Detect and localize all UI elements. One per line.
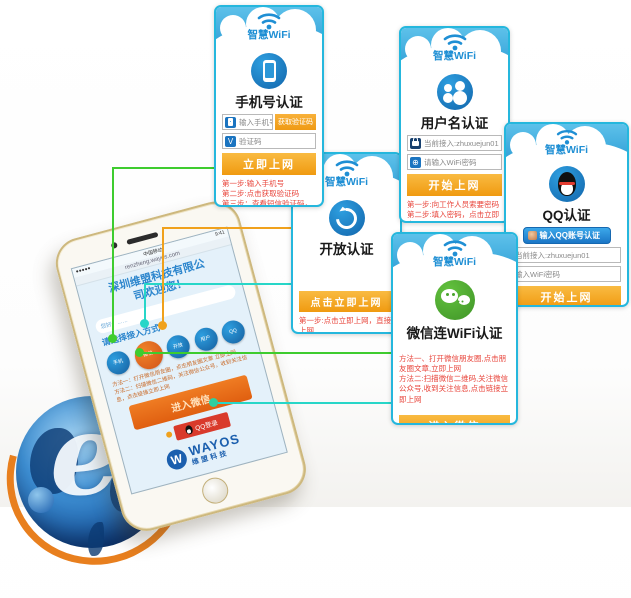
enter-wechat-button[interactable]: 进入微信 — [399, 414, 510, 423]
card-title: 微信连WiFi认证 — [406, 326, 503, 341]
connector-dot-orange — [158, 321, 167, 330]
users-app-icon — [436, 74, 473, 110]
card-cloud-header: 智慧WiFi — [506, 124, 627, 175]
wifi-icon — [556, 130, 577, 145]
open-auth-icon-button[interactable]: 开放 — [164, 332, 193, 361]
card-qq-auth: 智慧WiFi QQ认证 输入QQ账号认证 当前接入:zhuxuejun01 输入… — [504, 122, 629, 307]
connector-dot-teal — [209, 398, 218, 407]
connector-line-phone-auth-vertical — [112, 167, 114, 339]
click-connect-button[interactable]: 点击立即上网 — [299, 291, 394, 312]
wifi-password-input[interactable]: ⊕ 请输入WiFi密码 — [407, 154, 502, 170]
wifi-icon — [443, 34, 466, 51]
smart-wifi-logo: 智慧WiFi — [293, 157, 400, 189]
phone-field-icon — [225, 116, 236, 128]
connector-line-username-auth-horizontal — [162, 227, 295, 229]
shield-icon: V — [225, 135, 236, 147]
connector-dot-green2 — [135, 348, 144, 357]
card-steps-text: 第一步:输入手机号 第二步:点击获取验证码 第三步：查看短信验证码，填入验证码，… — [222, 179, 312, 207]
wifi-icon — [443, 240, 466, 257]
phone-number-input[interactable]: 输入手机号 — [222, 114, 273, 130]
connector-line-phone-auth-horizontal — [112, 167, 215, 169]
connector-line-wechat-auth — [139, 352, 394, 354]
smart-wifi-logo: 智慧WiFi — [393, 237, 516, 269]
connector-line-username-auth-vertical — [162, 227, 164, 326]
start-surfing-button[interactable]: 开始上网 — [407, 174, 502, 196]
start-surfing-button[interactable]: 开始上网 — [512, 286, 621, 305]
card-username-auth: 智慧WiFi 用户名认证 当前接入:zhuxuejun01 ⊕ 请输入WiFi密… — [399, 26, 510, 223]
card-methods-text: 方法一、打开微信朋友圈,点击朋友圈文章,立即上网 方法二:扫描微信二维码,关注微… — [399, 354, 509, 404]
phone-auth-icon-button[interactable]: 手机 — [104, 348, 133, 378]
smart-wifi-logo: 智慧WiFi — [216, 10, 322, 42]
wayos-w-icon: W — [164, 447, 190, 473]
current-account-input[interactable]: 当前接入:zhuxuejun01 — [407, 135, 502, 151]
globe-icon: ⊕ — [410, 156, 421, 168]
wifi-password-input[interactable]: 输入WiFi密码 — [512, 266, 621, 282]
connector-line-open-auth-horizontal — [144, 283, 394, 285]
orange-dot — [164, 431, 173, 439]
lock-icon — [410, 136, 421, 149]
card-cloud-header: 智慧WiFi — [216, 7, 322, 58]
smart-wifi-logo: 智慧WiFi — [401, 31, 508, 63]
get-code-button[interactable]: 获取验证码 — [275, 114, 316, 130]
connect-now-button[interactable]: 立即上网 — [222, 153, 316, 175]
current-account-input[interactable]: 当前接入:zhuxuejun01 — [512, 247, 621, 263]
wifi-icon — [257, 13, 281, 30]
smart-wifi-logo: 智慧WiFi — [506, 127, 627, 157]
card-title: 手机号认证 — [235, 95, 303, 110]
qq-account-auth-button[interactable]: 输入QQ账号认证 — [522, 227, 611, 244]
small-globe-graphic — [28, 487, 54, 513]
card-cloud-header: 智慧WiFi — [393, 234, 516, 285]
card-title: 开放认证 — [319, 242, 374, 257]
connector-line-open-auth-vertical — [144, 283, 146, 325]
connector-line-wechat-button — [213, 402, 394, 404]
ear-speaker — [126, 231, 159, 245]
card-steps-text: 第一步:点击立即上网，直接上网 — [299, 316, 392, 334]
qq-penguin-icon — [184, 424, 194, 435]
card-title: QQ认证 — [542, 208, 591, 223]
qq-auth-icon-button[interactable]: QQ — [219, 318, 248, 347]
home-button[interactable] — [199, 474, 232, 507]
verification-code-input[interactable]: V 验证码 — [222, 133, 316, 149]
open-auth-app-icon — [328, 200, 365, 236]
qq-app-icon — [548, 166, 585, 202]
card-title: 用户名认证 — [420, 116, 489, 131]
wifi-icon — [335, 160, 358, 177]
smartphone-app-icon — [251, 53, 287, 89]
connector-dot-cyan — [140, 319, 149, 328]
qq-avatar — [527, 231, 537, 240]
card-steps-text: 第一步:向工作人员索要密码 第二步:填入密码，点击立即上网 — [407, 200, 500, 221]
connector-dot-green — [108, 334, 117, 343]
card-cloud-header: 智慧WiFi — [401, 28, 508, 79]
username-auth-icon-button[interactable]: 用户 — [191, 325, 220, 354]
wechat-app-icon — [434, 280, 475, 320]
card-wechat-auth: 智慧WiFi 微信连WiFi认证 方法一、打开微信朋友圈,点击朋友圈文章,立即上… — [391, 232, 518, 425]
card-phone-auth: 智慧WiFi 手机号认证 输入手机号 获取验证码 V 验证码 立即上网 第一步:… — [214, 5, 324, 207]
